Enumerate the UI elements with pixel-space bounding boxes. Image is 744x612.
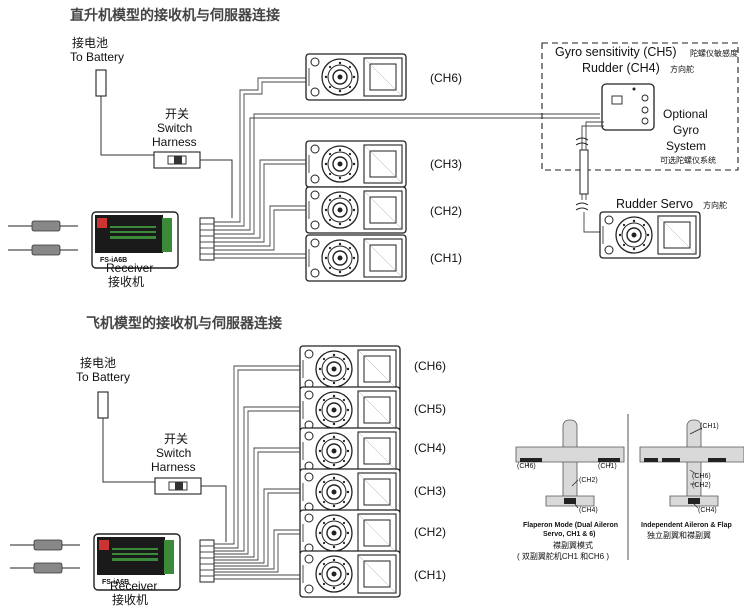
independent-label-ch6: (CH6) [692,473,711,480]
gyro-sensitivity-label-cn: 陀螺仪敏感度 [690,48,738,58]
rudder-servo-label: Rudder Servo [616,197,693,211]
plane-switch-harness [154,477,202,495]
flaperon-label-ch4: (CH4) [579,507,598,514]
flaperon-plane-illustration [515,419,625,509]
independent-caption-cn-1: 独立副翼和襟副翼 [647,530,711,540]
plane-switch-label-en2: Harness [151,460,196,474]
heli-switch-label-cn: 开关 [165,107,189,121]
rudder-ch4-label: Rudder (CH4) [582,61,660,75]
rudder-ch4-label-cn: 方向舵 [670,64,694,74]
flaperon-caption-cn-1: 襟副翼模式 [553,540,593,550]
heli-receiver-label-cn: 接收机 [108,274,144,289]
plane-battery-label-cn: 接电池 [80,355,116,370]
heli-label-ch6: (CH6) [430,71,462,85]
optional-gyro-label-1: Optional [663,107,708,121]
plane-switch-label-cn: 开关 [164,432,188,446]
independent-label-ch2: (CH2) [692,482,711,489]
heli-battery-label-cn: 接电池 [72,35,108,50]
heli-label-ch3: (CH3) [430,157,462,171]
plane-antenna-1 [9,539,81,551]
flaperon-label-ch6: (CH6) [517,463,536,470]
heli-switch-label-en1: Switch [157,121,192,135]
gyro-rudder-lead [575,121,604,233]
plane-receiver-label-en: Receiver [110,579,157,593]
heli-servo-ch3 [305,140,407,188]
plane-receiver-label-cn: 接收机 [112,592,148,607]
heli-label-ch2: (CH2) [430,204,462,218]
heli-antenna-2 [7,244,79,256]
flaperon-label-ch2: (CH2) [579,477,598,484]
plane-battery-plug [97,391,109,419]
heli-antenna-1 [7,220,79,232]
plane-label-ch2: (CH2) [414,525,446,539]
flaperon-caption-cn-2: ( 双副翼舵机CH1 和CH6 ) [517,551,609,561]
plane-servo-ch6 [299,345,401,393]
gyro-sensitivity-label: Gyro sensitivity (CH5) [555,45,677,59]
optional-gyro-box [541,42,739,171]
plane-servo-ch3 [299,468,401,516]
plane-servo-wires [214,365,300,580]
plane-section-title: 飞机模型的接收机与伺服器连接 [86,315,282,331]
flaperon-caption-2: Servo, CH1 & 6) [543,531,596,538]
independent-label-ch1: (CH1) [700,423,719,430]
plane-receiver-pins [199,539,215,583]
heli-receiver-pins [199,217,215,261]
plane-receiver-model: FS-iA6B [102,579,129,586]
plane-battery-label-en: To Battery [76,370,130,384]
plane-antenna-2 [9,562,81,574]
plane-label-ch3: (CH3) [414,484,446,498]
heli-switch-wire [200,159,233,218]
plane-switch-wire [201,485,227,542]
heli-label-ch1: (CH1) [430,251,462,265]
heli-receiver-label-en: Receiver [106,261,153,275]
rudder-servo-label-cn: 方向舵 [703,200,727,210]
heli-switch-harness [153,151,201,169]
optional-gyro-label-cn: 可选陀螺仪系统 [660,155,716,165]
plane-label-ch5: (CH5) [414,402,446,416]
heli-battery-plug [95,69,107,97]
plane-servo-ch2 [299,509,401,557]
heli-section-title: 直升机模型的接收机与伺服器连接 [70,7,280,23]
optional-gyro-label-2: Gyro [673,123,699,137]
plane-switch-label-en1: Switch [156,446,191,460]
heli-receiver-model: FS-iA6B [100,257,127,264]
heli-servo-ch2 [305,186,407,234]
flaperon-caption-1: Flaperon Mode (Dual Aileron [523,522,618,529]
gyro-unit [601,83,655,131]
heli-switch-label-en2: Harness [152,135,197,149]
rudder-servo [599,211,701,259]
optional-gyro-label-3: System [666,139,706,153]
plane-servo-ch1 [299,550,401,598]
independent-plane-illustration [639,419,744,509]
independent-label-ch4: (CH4) [698,507,717,514]
plane-servo-ch4 [299,427,401,475]
flaperon-label-ch1: (CH1) [598,463,617,470]
heli-servo-ch6 [305,53,407,101]
plane-label-ch6: (CH6) [414,359,446,373]
plane-label-ch1: (CH1) [414,568,446,582]
heli-servo-ch1 [305,234,407,282]
heli-servo-wires [214,77,600,259]
plane-label-ch4: (CH4) [414,441,446,455]
independent-caption-1: Independent Aileron & Flap [641,522,732,529]
plane-battery-wire [102,418,155,483]
plane-servo-ch5 [299,386,401,434]
heli-battery-label-en: To Battery [70,50,124,64]
heli-battery-wire [100,96,160,156]
